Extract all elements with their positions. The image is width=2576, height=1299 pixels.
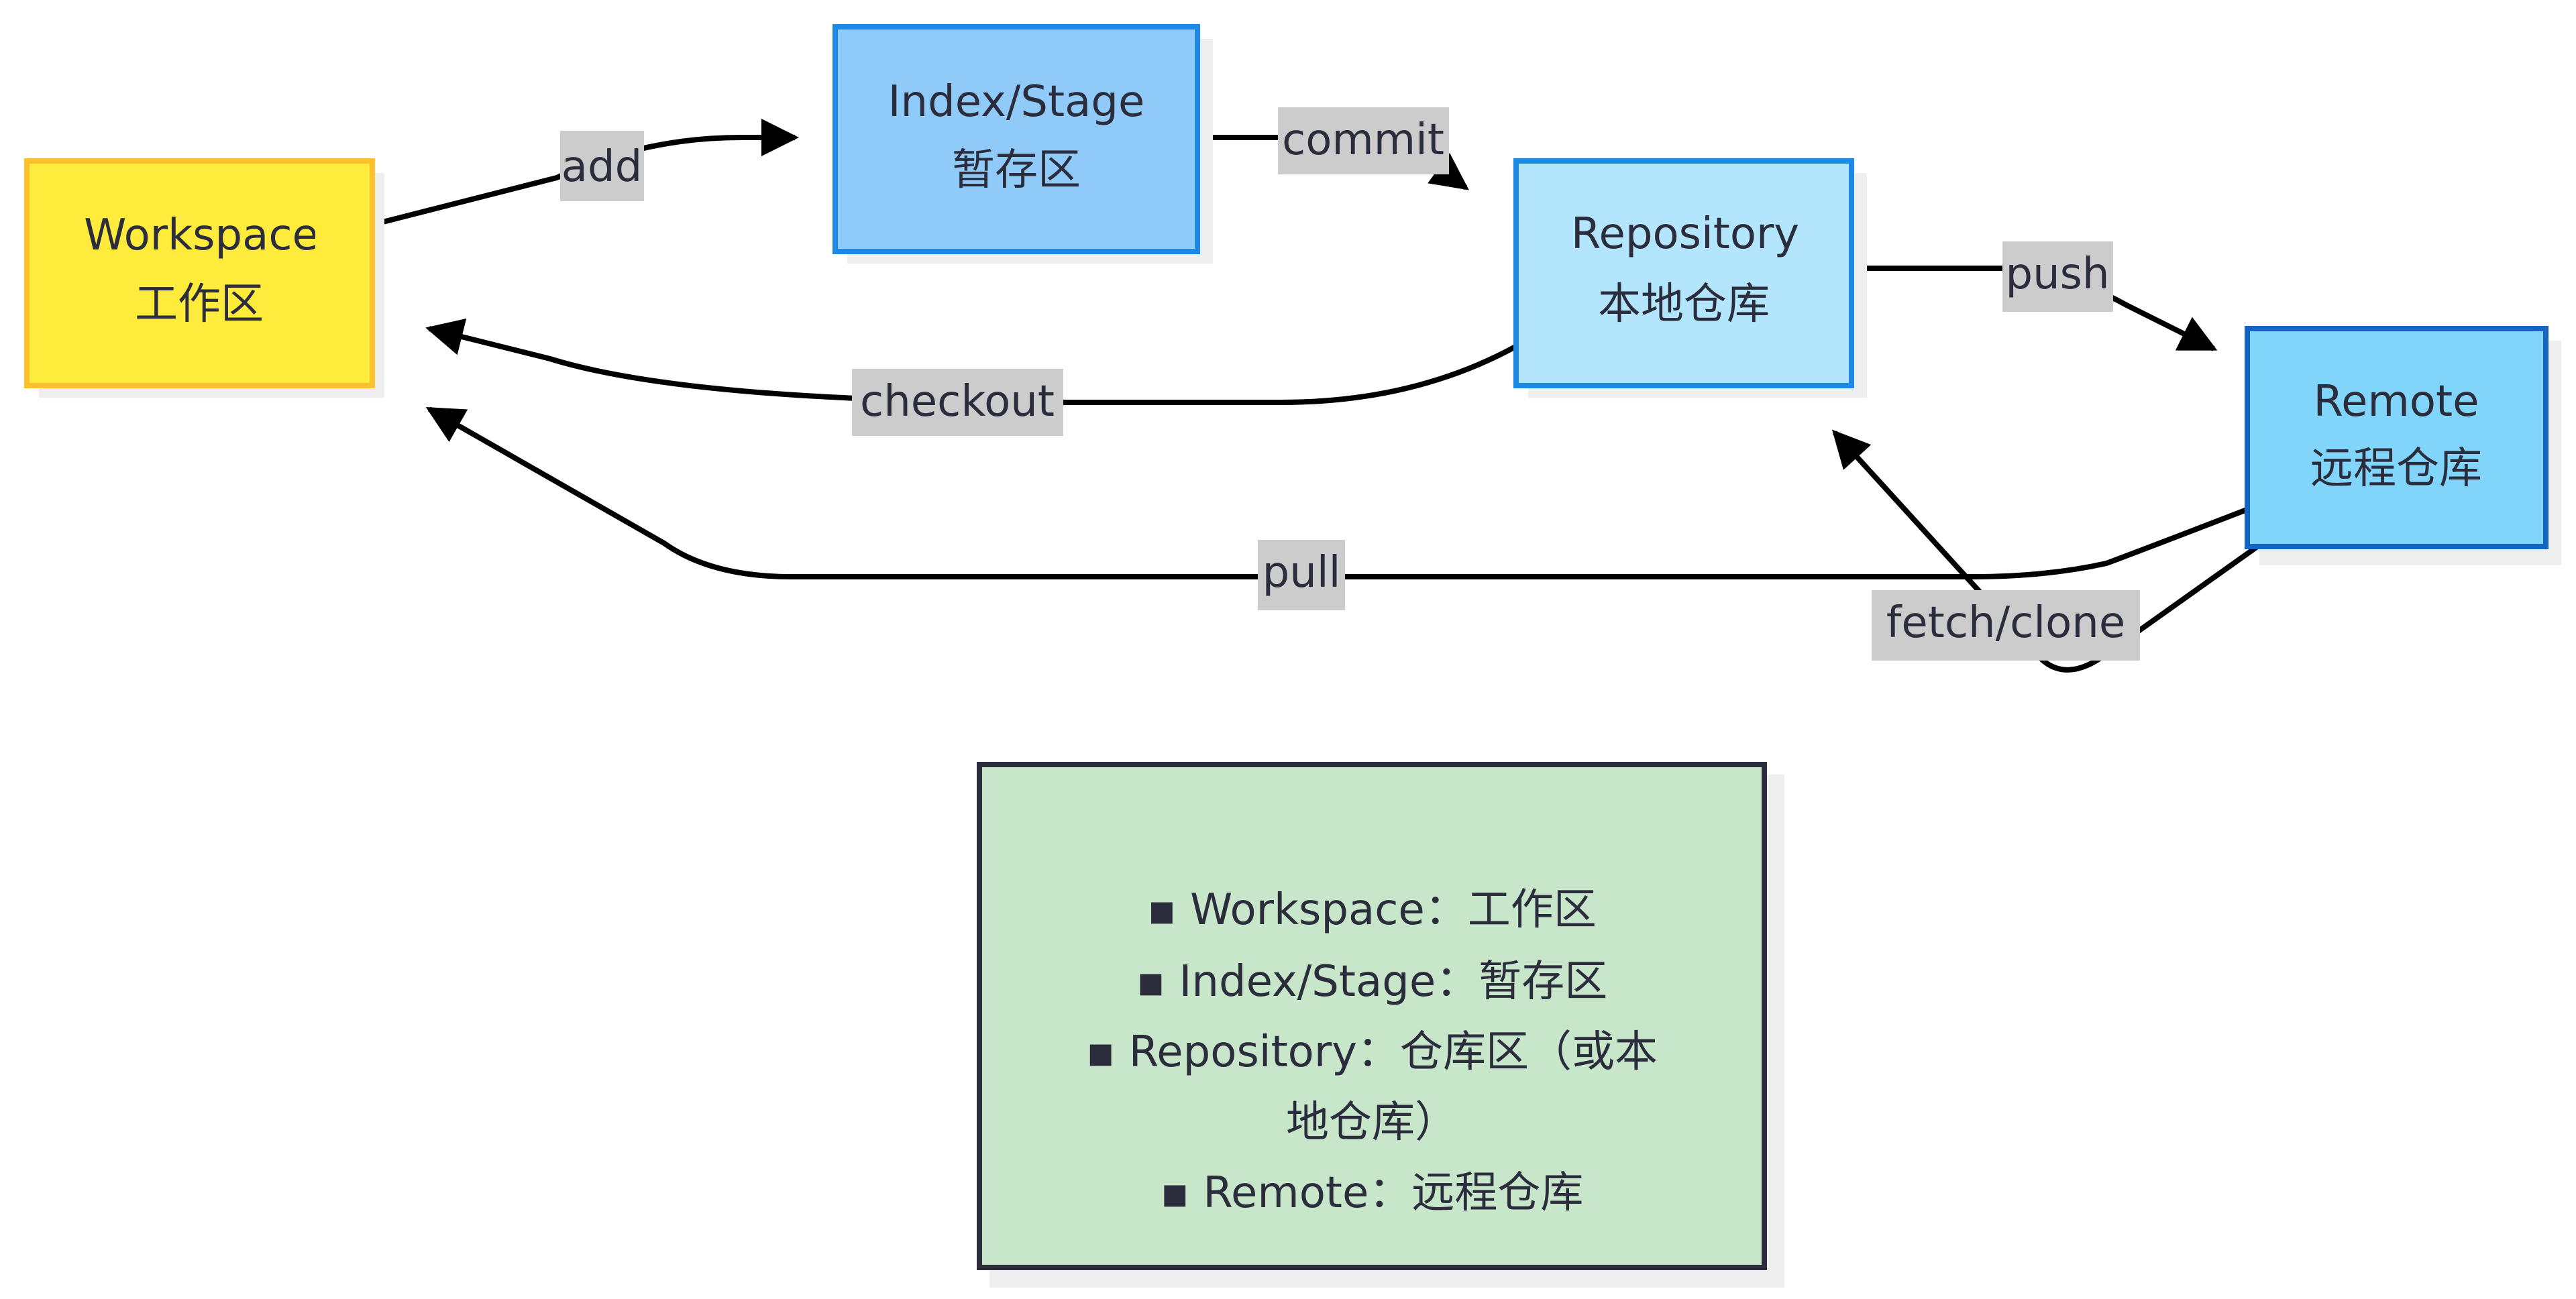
node-remote-title: Remote bbox=[2314, 377, 2479, 427]
note-line-index-stage: ▪ Index/Stage：暂存区 bbox=[1136, 957, 1607, 1007]
edge-label-fetch-clone-text: fetch/clone bbox=[1886, 598, 2125, 648]
note-line-repository: ▪ Repository：仓库区（或本 bbox=[1086, 1027, 1658, 1077]
node-remote-subtitle: 远程仓库 bbox=[2310, 444, 2482, 494]
edge-label-checkout: checkout bbox=[852, 369, 1063, 436]
note-line-repository-cont: 地仓库） bbox=[1286, 1098, 1458, 1147]
edge-label-push: push bbox=[2002, 241, 2113, 312]
edge-label-checkout-text: checkout bbox=[860, 377, 1055, 427]
node-repository: Repository 本地仓库 bbox=[1513, 158, 1867, 398]
edge-label-commit: commit bbox=[1278, 107, 1449, 174]
note-line-remote: ▪ Remote：远程仓库 bbox=[1161, 1168, 1584, 1218]
node-workspace: Workspace 工作区 bbox=[24, 158, 384, 398]
edge-label-pull-text: pull bbox=[1263, 548, 1341, 598]
note-line-workspace: ▪ Workspace：工作区 bbox=[1147, 885, 1597, 935]
edge-label-push-text: push bbox=[2005, 249, 2109, 299]
node-index-stage-subtitle: 暂存区 bbox=[952, 146, 1081, 195]
node-workspace-title: Workspace bbox=[84, 211, 319, 260]
node-repository-title: Repository bbox=[1571, 209, 1799, 259]
node-workspace-subtitle: 工作区 bbox=[135, 280, 264, 329]
node-index-stage-title: Index/Stage bbox=[888, 77, 1145, 127]
edge-label-pull: pull bbox=[1258, 540, 1345, 610]
node-remote: Remote 远程仓库 bbox=[2245, 326, 2561, 565]
edge-label-add: add bbox=[560, 131, 644, 201]
edge-label-add-text: add bbox=[561, 142, 642, 192]
note-box: ▪ Workspace：工作区 ▪ Index/Stage：暂存区 ▪ Repo… bbox=[977, 762, 1784, 1288]
edge-pull bbox=[425, 406, 2265, 579]
node-index-stage: Index/Stage 暂存区 bbox=[833, 24, 1213, 264]
edge-label-fetch-clone: fetch/clone bbox=[1872, 590, 2140, 661]
edge-labels: add commit push checkout pull fetch/clon… bbox=[560, 107, 2140, 661]
edge-label-commit-text: commit bbox=[1282, 115, 1444, 165]
node-repository-subtitle: 本地仓库 bbox=[1598, 280, 1770, 329]
